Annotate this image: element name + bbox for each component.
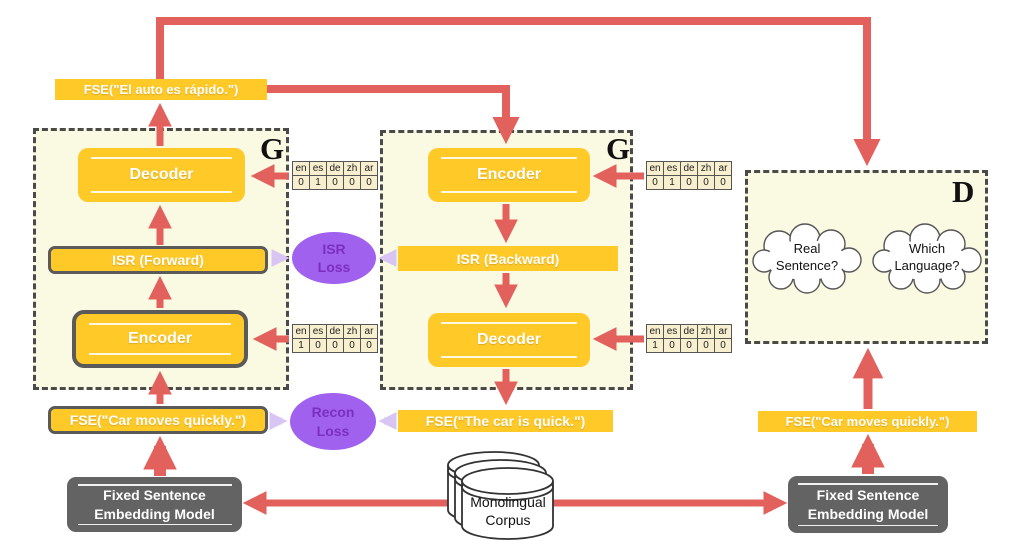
- corpus-label: Monolingual Corpus: [462, 494, 554, 529]
- onehot-cell: 0: [326, 338, 344, 353]
- onehot-cell: 0: [360, 175, 378, 190]
- isr-loss-line2: Loss: [317, 259, 351, 275]
- lang-header-cell: zh: [343, 161, 361, 176]
- onehot-table-left-decoder: en es de zh ar 0 1 0 0 0: [292, 161, 378, 190]
- onehot-cell: 0: [646, 175, 664, 190]
- embedding-model-left: Fixed Sentence Embedding Model: [67, 477, 242, 532]
- isr-forward-box: ISR (Forward): [48, 246, 268, 274]
- lang-header-cell: en: [646, 324, 664, 339]
- cloud-real-sentence: Real Sentence?: [751, 222, 863, 294]
- lang-header-cell: zh: [343, 324, 361, 339]
- lang-header-cell: ar: [714, 324, 732, 339]
- embedding-model-right-line2: Embedding Model: [807, 505, 929, 522]
- lang-header-cell: en: [292, 324, 310, 339]
- lang-header-cell: en: [646, 161, 664, 176]
- left-decoder-box: Decoder: [78, 148, 245, 202]
- lang-header-cell: es: [663, 324, 681, 339]
- onehot-cell: 0: [714, 338, 732, 353]
- onehot-cell: 1: [663, 175, 681, 190]
- onehot-cell: 1: [292, 338, 310, 353]
- corpus-line1: Monolingual: [470, 494, 546, 510]
- onehot-table-left-encoder: en es de zh ar 1 0 0 0 0: [292, 324, 378, 353]
- embedding-model-left-line1: Fixed Sentence: [103, 486, 206, 503]
- onehot-table-mid-decoder: en es de zh ar 1 0 0 0 0: [646, 324, 732, 353]
- fse-spanish-box: FSE("El auto es rápido."): [55, 79, 267, 100]
- lang-header-cell: de: [326, 324, 344, 339]
- onehot-cell: 1: [646, 338, 664, 353]
- cloud-real-line1: Real: [793, 241, 821, 257]
- onehot-cell: 1: [309, 175, 327, 190]
- thought-cloud-icon: [872, 223, 982, 294]
- generator-mid-label: G: [606, 131, 631, 166]
- onehot-cell: 0: [326, 175, 344, 190]
- fse-translated-box: FSE("The car is quick."): [398, 410, 613, 432]
- onehot-cell: 0: [309, 338, 327, 353]
- onehot-cell: 0: [714, 175, 732, 190]
- cloud-lang-line2: Language?: [894, 258, 960, 273]
- onehot-cell: 0: [360, 338, 378, 353]
- embedding-model-right-line1: Fixed Sentence: [816, 486, 920, 503]
- onehot-cell: 0: [343, 338, 361, 353]
- onehot-cell: 0: [680, 175, 698, 190]
- lang-header-cell: zh: [697, 161, 715, 176]
- mid-decoder-box: Decoder: [428, 313, 590, 367]
- lang-header-cell: zh: [697, 324, 715, 339]
- onehot-cell: 0: [697, 175, 715, 190]
- onehot-cell: 0: [697, 338, 715, 353]
- arrow-fse-spanish-to-mid-encoder: [266, 85, 520, 145]
- lang-header-cell: es: [309, 324, 327, 339]
- lang-header-cell: en: [292, 161, 310, 176]
- onehot-cell: 0: [292, 175, 310, 190]
- lang-header-cell: de: [680, 161, 698, 176]
- embedding-model-left-line2: Embedding Model: [94, 505, 215, 522]
- mid-encoder-box: Encoder: [428, 148, 590, 202]
- lang-header-cell: es: [309, 161, 327, 176]
- lang-header-cell: ar: [360, 161, 378, 176]
- onehot-cell: 0: [663, 338, 681, 353]
- left-encoder-box: Encoder: [72, 310, 248, 368]
- embedding-model-right: Fixed Sentence Embedding Model: [788, 476, 948, 533]
- isr-loss-line1: ISR: [322, 240, 346, 257]
- lang-header-cell: es: [663, 161, 681, 176]
- corpus-line2: Corpus: [485, 511, 531, 528]
- thought-cloud-icon: [752, 223, 862, 294]
- recon-loss-line1: Recon: [311, 404, 355, 421]
- lang-header-cell: ar: [360, 324, 378, 339]
- lang-header-cell: de: [680, 324, 698, 339]
- arrow-fse-spanish-to-discriminator: [156, 17, 881, 167]
- isr-loss-ellipse: ISR Loss: [292, 232, 376, 284]
- lang-header-cell: ar: [714, 161, 732, 176]
- cloud-lang-line1: Which: [908, 241, 946, 257]
- discriminator-label: D: [952, 174, 975, 209]
- fse-source-left-box: FSE("Car moves quickly."): [48, 406, 268, 434]
- fse-source-right-box: FSE("Car moves quickly."): [758, 411, 977, 432]
- isr-backward-box: ISR (Backward): [398, 246, 618, 271]
- recon-loss-ellipse: Recon Loss: [290, 393, 376, 450]
- lang-header-cell: de: [326, 161, 344, 176]
- recon-loss-line2: Loss: [316, 422, 350, 439]
- onehot-table-mid-encoder: en es de zh ar 0 1 0 0 0: [646, 161, 732, 190]
- cloud-real-line2: Sentence?: [775, 258, 839, 273]
- cloud-which-language: Which Language?: [871, 222, 983, 294]
- generator-left-label: G: [260, 131, 285, 166]
- onehot-cell: 0: [343, 175, 361, 190]
- onehot-cell: 0: [680, 338, 698, 353]
